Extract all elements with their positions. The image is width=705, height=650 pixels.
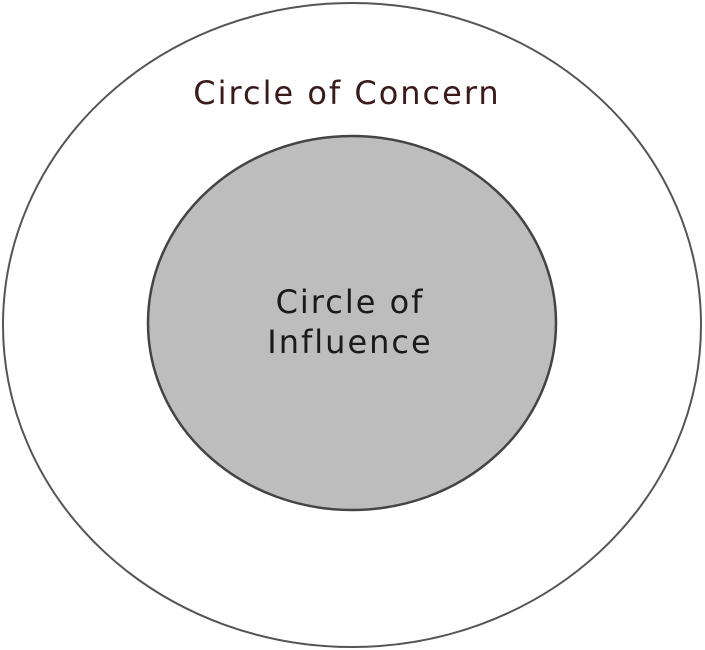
circle-of-influence-label-line1: Circle of xyxy=(276,283,425,321)
circle-of-influence-label-line2: Influence xyxy=(267,323,432,361)
circle-of-influence xyxy=(146,134,558,512)
circle-of-concern-label: Circle of Concern xyxy=(193,74,500,112)
